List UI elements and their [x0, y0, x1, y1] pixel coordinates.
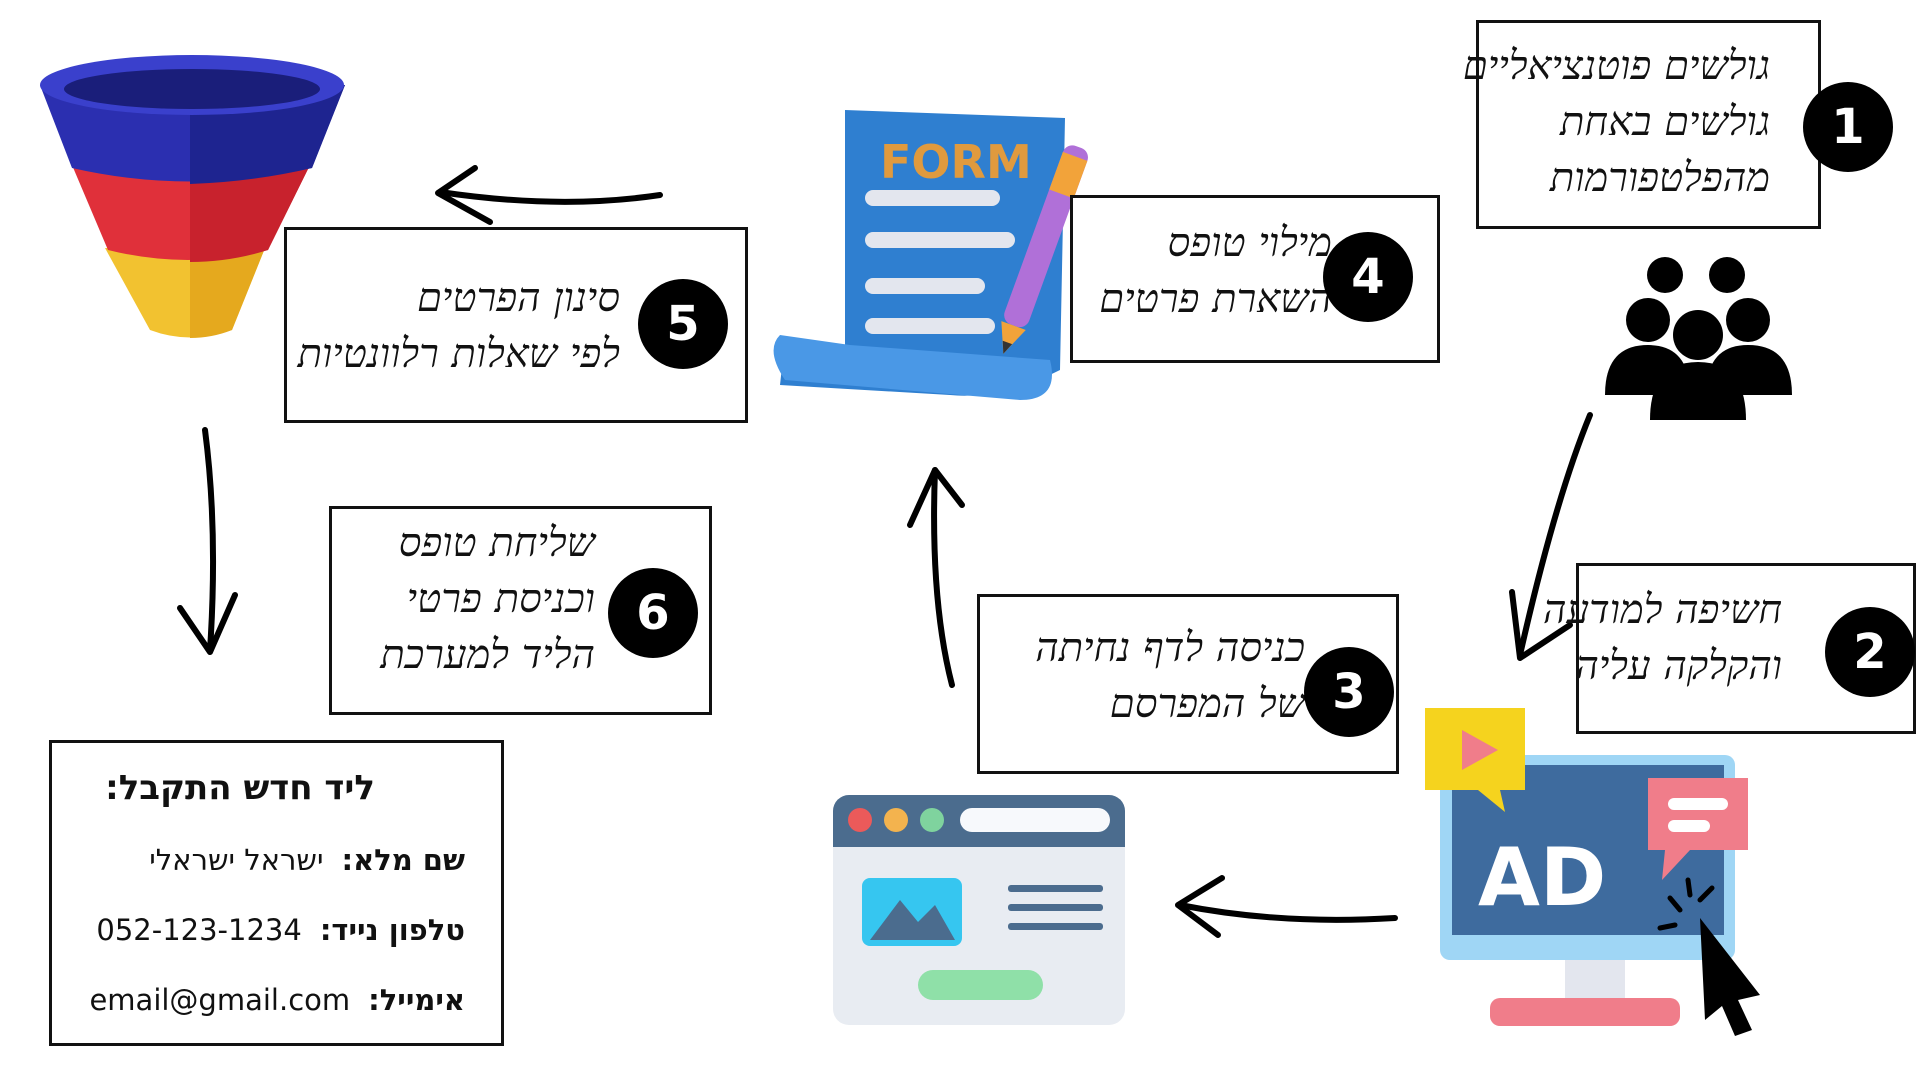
arrow-1-to-2-head — [1509, 589, 1573, 661]
step-3-badge: 3 — [1304, 647, 1394, 737]
step-2-line-1: חשיפה למודעה — [1543, 587, 1782, 633]
step-6-line-1: שליחת טופס — [398, 520, 595, 566]
lead-row-name-value: ישראל ישראלי — [149, 843, 324, 877]
landing-page-icon — [833, 795, 1125, 1025]
step-2-text: חשיפה למודעה והקלקה עליה — [1543, 582, 1782, 694]
lead-row-phone-label: טלפון נייד: — [319, 913, 465, 947]
lead-card-title: ליד חדש התקבל: — [105, 768, 375, 808]
lead-row-name: שם מלא: ישראל ישראלי — [149, 843, 465, 877]
lead-row-phone-value: 052-123-1234 — [96, 913, 302, 947]
step-1-box — [1476, 20, 1821, 229]
step-3-text: כניסה לדף נחיתה של המפרסם — [1035, 620, 1305, 732]
lead-row-name-label: שם מלא: — [341, 843, 465, 877]
step-3-line-2: של המפרסם — [1109, 681, 1305, 727]
arrow-3-to-4 — [931, 467, 955, 688]
step-4-line-1: מילוי טופס — [1167, 220, 1332, 266]
lead-row-email-value: email@gmail.com — [89, 983, 351, 1017]
arrow-5-to-6 — [202, 427, 217, 653]
ad-icon-label: AD — [1478, 831, 1606, 924]
arrow-2-to-3 — [1177, 902, 1398, 923]
funnel-icon — [40, 55, 345, 338]
step-1-line-2: גולשים באחת — [1560, 99, 1770, 145]
step-5-line-2: לפי שאלות רלוונטיות — [297, 331, 620, 377]
step-2-line-2: והקלקה עליה — [1575, 643, 1782, 689]
step-5-text: סינון הפרטים לפי שאלות רלוונטיות — [298, 270, 620, 382]
step-2-badge: 2 — [1825, 607, 1915, 697]
arrow-4-to-5-head — [435, 165, 493, 225]
step-6-line-2: וכניסת פרטי — [406, 576, 595, 622]
step-1-text: גולשים פוטנציאליים גולשים באחת מהפלטפורמ… — [1463, 38, 1770, 206]
step-6-line-3: הליד למערכת — [380, 632, 595, 678]
people-group-icon — [1605, 257, 1792, 420]
step-6-badge: 6 — [608, 568, 698, 658]
step-1-badge: 1 — [1803, 82, 1893, 172]
lead-row-phone: טלפון נייד: 052-123-1234 — [96, 913, 465, 947]
step-4-line-2: השארת פרטים — [1099, 276, 1332, 322]
lead-card — [49, 740, 504, 1046]
step-3-line-1: כניסה לדף נחיתה — [1035, 625, 1305, 671]
form-icon-label: FORM — [880, 135, 1032, 189]
arrow-1-to-2 — [1517, 412, 1593, 658]
step-1-line-1: גולשים פוטנציאליים — [1462, 43, 1770, 89]
arrow-2-to-3-head — [1175, 875, 1225, 938]
ad-monitor-icon — [1425, 708, 1760, 1036]
step-4-badge: 4 — [1323, 232, 1413, 322]
arrow-3-to-4-head — [907, 467, 965, 528]
step-6-text: שליחת טופס וכניסת פרטי הליד למערכת — [380, 515, 595, 683]
arrow-5-to-6-head — [177, 592, 238, 655]
step-5-badge: 5 — [638, 279, 728, 369]
lead-row-email-label: אימייל: — [368, 983, 465, 1017]
arrow-4-to-5 — [437, 189, 663, 205]
lead-row-email: אימייל: email@gmail.com — [89, 983, 465, 1017]
form-icon — [773, 110, 1088, 400]
step-4-text: מילוי טופס השארת פרטים — [1099, 215, 1332, 327]
step-5-line-1: סינון הפרטים — [416, 275, 620, 321]
step-1-line-3: מהפלטפורמות — [1549, 155, 1770, 201]
